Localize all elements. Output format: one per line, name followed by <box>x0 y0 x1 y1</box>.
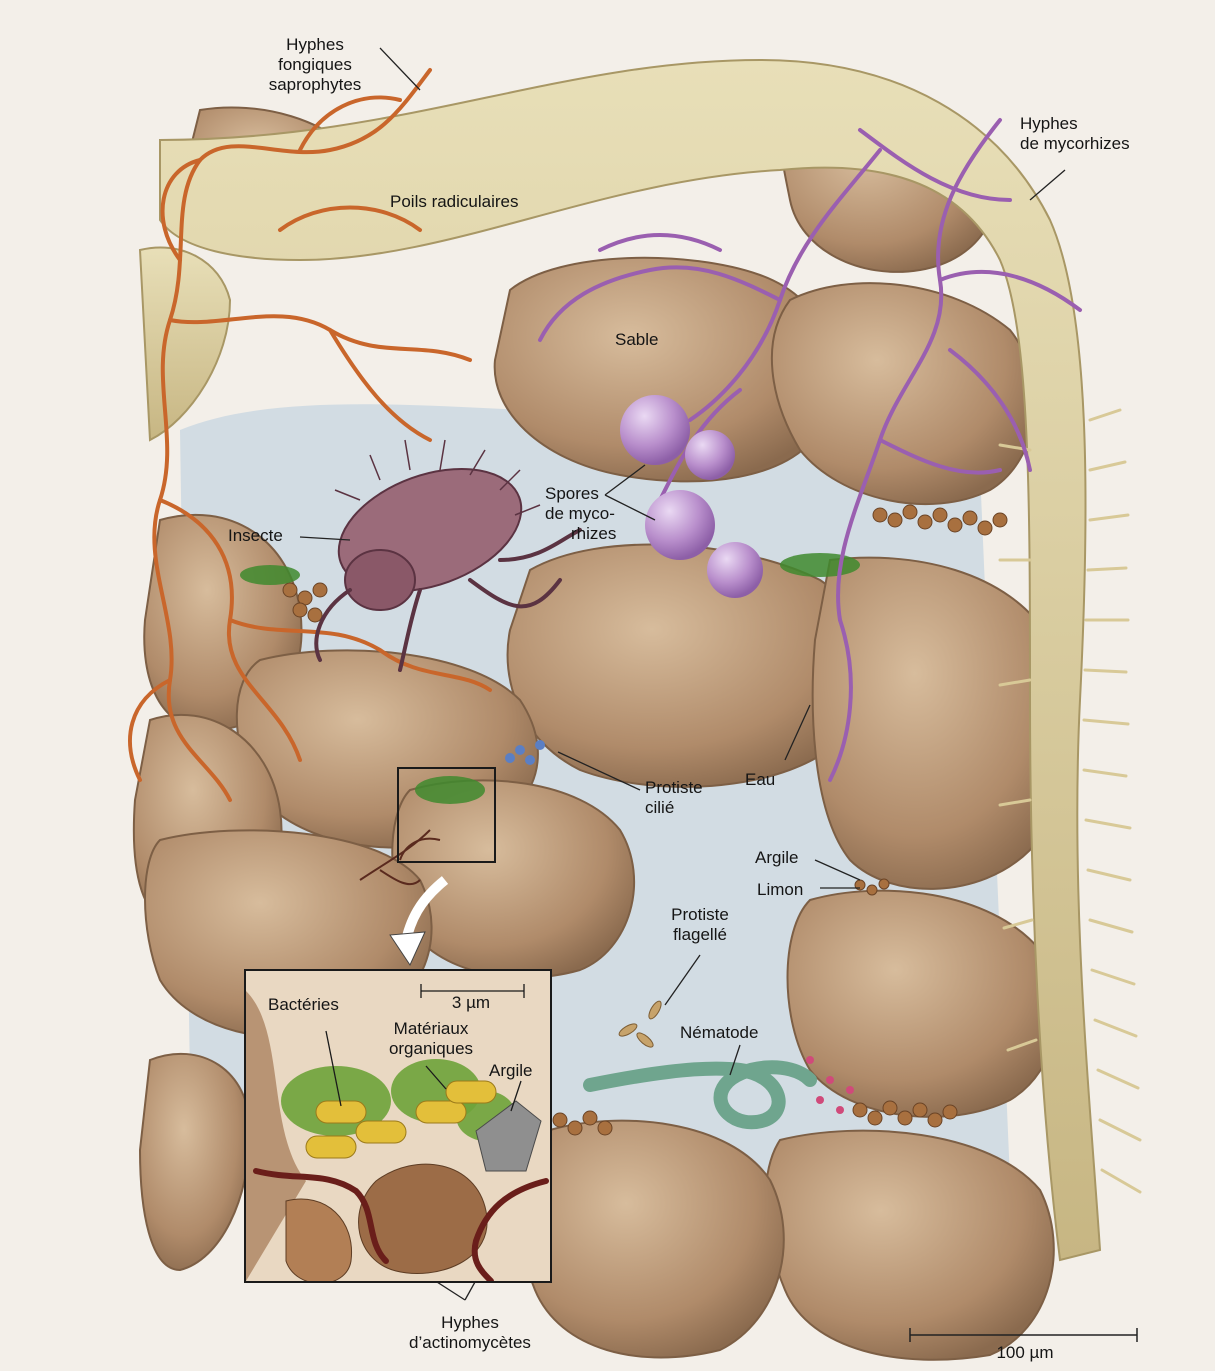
label-hyphes-mycorhizes-line1: Hyphes <box>1020 114 1130 134</box>
label-protiste-flagelle-line1: Protiste <box>655 905 745 925</box>
label-hyphes-fongiques-line1: Hyphes <box>250 35 380 55</box>
insect-head <box>345 550 415 610</box>
spore <box>685 430 735 480</box>
spore <box>707 542 763 598</box>
label-hyphes-mycorhizes-line2: de mycorhizes <box>1020 134 1130 154</box>
inset-bacteries-label: Bactéries <box>268 995 339 1015</box>
inset-materiaux-label: Matériaux organiques <box>356 1019 506 1059</box>
label-spores-line1: Spores <box>545 484 616 504</box>
label-limon: Limon <box>757 880 803 900</box>
label-hyphes-fongiques-line3: saprophytes <box>250 75 380 95</box>
label-hyphes-actino: Hyphes d’actinomycètes <box>375 1313 565 1353</box>
label-spores-line3: rhizes <box>545 524 616 544</box>
label-spores: Spores de myco- rhizes <box>545 484 616 544</box>
inset-materiaux-line1: Matériaux <box>356 1019 506 1039</box>
label-protiste-cilie: Protiste cilié <box>645 778 703 818</box>
inset-argile-label: Argile <box>489 1061 532 1081</box>
scale-bar-label: 100 µm <box>960 1343 1090 1363</box>
label-poils-radiculaires: Poils radiculaires <box>390 192 519 212</box>
label-eau: Eau <box>745 770 775 790</box>
label-protiste-flagelle: Protiste flagellé <box>655 905 745 945</box>
inset-illustration <box>246 971 550 1281</box>
label-nematode: Nématode <box>680 1023 758 1043</box>
inset-materiaux-line2: organiques <box>356 1039 506 1059</box>
bacteria-inset: 3 µm Bactéries Matériaux organiques Argi… <box>244 969 552 1283</box>
label-insecte: Insecte <box>228 526 283 546</box>
label-hyphes-mycorhizes: Hyphes de mycorhizes <box>1020 114 1130 154</box>
label-hyphes-fongiques: Hyphes fongiques saprophytes <box>250 35 380 95</box>
label-protiste-cilie-line1: Protiste <box>645 778 703 798</box>
inset-scale-label: 3 µm <box>411 993 531 1013</box>
label-argile: Argile <box>755 848 798 868</box>
label-sable: Sable <box>615 330 658 350</box>
spore <box>620 395 690 465</box>
label-protiste-flagelle-line2: flagellé <box>655 925 745 945</box>
spore <box>645 490 715 560</box>
label-protiste-cilie-line2: cilié <box>645 798 703 818</box>
label-spores-line2: de myco- <box>545 504 616 524</box>
label-hyphes-actino-line1: Hyphes <box>375 1313 565 1333</box>
label-hyphes-fongiques-line2: fongiques <box>250 55 380 75</box>
label-hyphes-actino-line2: d’actinomycètes <box>375 1333 565 1353</box>
